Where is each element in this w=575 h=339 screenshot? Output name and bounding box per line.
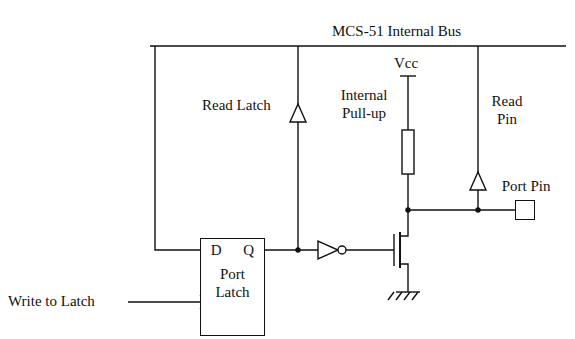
bus-line	[150, 45, 566, 46]
inverter-bubble	[338, 246, 346, 254]
port-pin-box: Port Pin	[515, 200, 535, 220]
data-wire	[155, 46, 200, 250]
vcc-wire	[407, 76, 408, 130]
read-pin-wire	[477, 190, 478, 210]
box-text: Latch	[201, 283, 264, 301]
gate-wire	[346, 249, 394, 250]
ground-symbol	[396, 291, 420, 292]
fet-source	[400, 264, 408, 292]
bus-label: MCS-51 Internal Bus	[330, 22, 463, 40]
ground-symbol	[396, 292, 402, 300]
ground-symbol	[404, 292, 410, 300]
signal-label: Write to Latch	[6, 292, 97, 310]
pin-name: Port Pin	[502, 177, 551, 195]
signal-label: Read Latch	[200, 96, 273, 114]
read-latch-buffer	[290, 104, 306, 122]
clock-wire	[128, 301, 200, 302]
latch-box: D Q PortLatch	[200, 238, 265, 336]
read-pin-buffer	[470, 172, 486, 190]
box-text: Port	[201, 265, 264, 283]
q-wire	[265, 249, 318, 250]
ground-symbol	[412, 292, 418, 300]
ground-symbol	[388, 292, 394, 300]
signal-label: Read Pin	[484, 92, 530, 128]
junction-dot	[406, 208, 410, 212]
pin-names: D Q	[201, 241, 264, 259]
pin-wire	[408, 209, 515, 210]
pullup-wire	[407, 174, 408, 210]
fet-drain	[400, 210, 408, 236]
inverter-symbol	[318, 241, 338, 259]
fet-gate	[393, 234, 394, 266]
resistor-symbol	[402, 130, 414, 174]
read-latch-wire	[297, 122, 298, 250]
read-pin-wire	[477, 46, 478, 172]
pullup-label: Internal Pull-up	[328, 86, 400, 122]
junction-dot	[296, 248, 300, 252]
fet-channel	[399, 232, 401, 268]
read-latch-wire	[297, 46, 298, 104]
supply-label: Vcc	[392, 54, 420, 72]
